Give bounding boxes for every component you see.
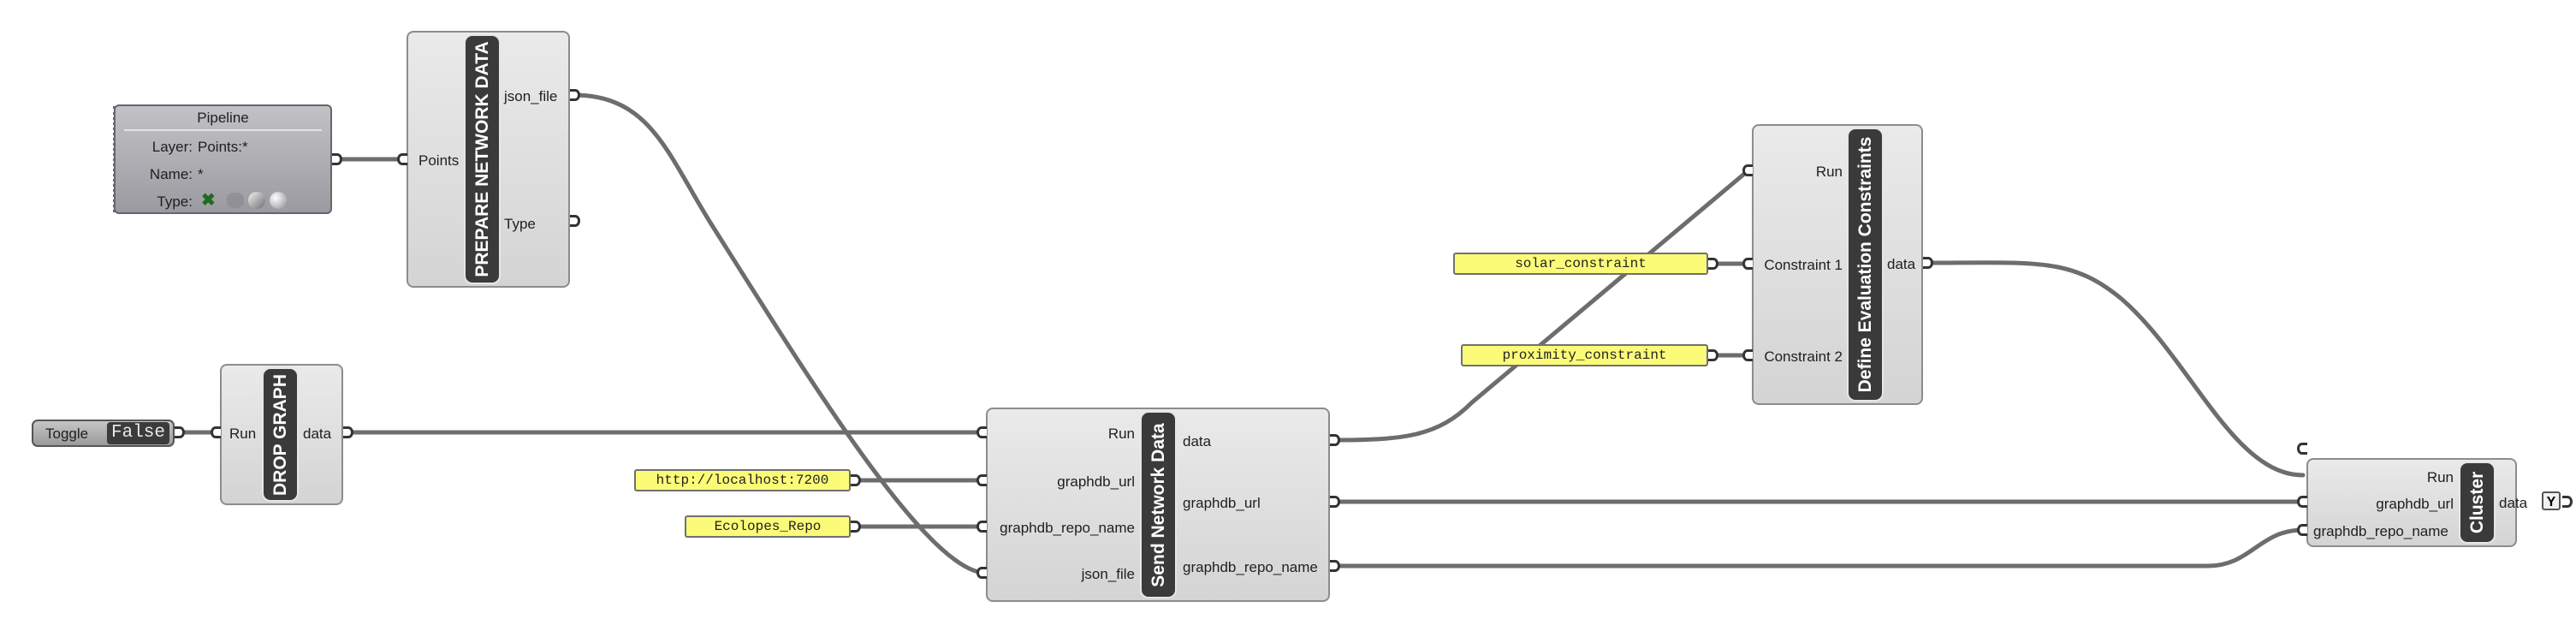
points-input-label: Points xyxy=(418,152,460,169)
drop-run-input-port[interactable] xyxy=(211,426,221,438)
proximity-constraint-panel-port[interactable] xyxy=(1708,349,1718,361)
name-value: * xyxy=(198,166,204,182)
pipeline-divider xyxy=(124,129,322,131)
cluster-repo-input-label: graphdb_repo_name xyxy=(2313,523,2448,539)
cluster-title: Cluster xyxy=(2466,471,2487,534)
define-evaluation-constraints-component[interactable]: Run Constraint 1 Constraint 2 data Defin… xyxy=(1752,124,1923,405)
constraint-1-input-label: Constraint 1 xyxy=(1764,257,1843,273)
type-output-label: Type xyxy=(504,216,536,232)
toggle-output-port[interactable] xyxy=(175,426,185,438)
send-data-output-port[interactable] xyxy=(1330,434,1340,446)
pipeline-left-edge xyxy=(113,106,119,212)
send-url-input-label: graphdb_url xyxy=(1057,473,1135,490)
define-data-output-port[interactable] xyxy=(1923,257,1933,269)
send-data-output-label: data xyxy=(1183,433,1212,449)
type-output-port[interactable] xyxy=(570,215,580,227)
cluster-run-input-label: Run xyxy=(2426,469,2454,485)
constraint-1-input-port[interactable] xyxy=(1742,258,1753,270)
drop-data-output-port[interactable] xyxy=(343,426,353,438)
wire-send-data-to-define-run xyxy=(1331,168,1751,443)
toggle-label: Toggle xyxy=(45,426,89,442)
send-title-bar: Send Network Data xyxy=(1142,413,1175,597)
type-mesh-icon[interactable] xyxy=(270,192,287,209)
repo-name-panel-port[interactable] xyxy=(851,521,861,533)
json-file-output-label: json_file xyxy=(504,88,558,104)
cluster-data-output-port[interactable] xyxy=(2562,496,2573,508)
send-title: Send Network Data xyxy=(1148,422,1168,587)
pipeline-output-port[interactable] xyxy=(332,153,342,165)
type-brep-icon[interactable] xyxy=(248,192,265,209)
cluster-title-bar: Cluster xyxy=(2460,463,2494,542)
cluster-url-input-label: graphdb_url xyxy=(2376,496,2454,512)
type-label: Type: xyxy=(157,193,193,210)
prepare-title-bar: PREPARE NETWORK DATA xyxy=(466,36,499,283)
layer-value: Points:* xyxy=(198,139,248,155)
define-title: Define Evaluation Constraints xyxy=(1855,136,1875,393)
send-repo-output-label: graphdb_repo_name xyxy=(1183,559,1318,575)
pipeline-title: Pipeline xyxy=(197,110,249,126)
constraint-2-input-port[interactable] xyxy=(1742,349,1753,361)
send-repo-input-port[interactable] xyxy=(976,521,987,533)
name-label: Name: xyxy=(149,166,193,182)
json-file-output-port[interactable] xyxy=(570,89,580,101)
cluster-component[interactable]: Run graphdb_url graphdb_repo_name data C… xyxy=(2306,458,2527,547)
pipeline-component[interactable]: Pipeline Layer: Points:* Name: * Type: ✖ xyxy=(113,104,332,214)
drop-title-bar: DROP GRAPH xyxy=(264,369,297,500)
define-run-input-label: Run xyxy=(1815,164,1843,180)
type-curve-icon[interactable] xyxy=(227,193,244,208)
cluster-url-input-port[interactable] xyxy=(2297,496,2307,508)
send-json-input-label: json_file xyxy=(1081,566,1135,582)
define-title-bar: Define Evaluation Constraints xyxy=(1849,129,1882,400)
define-data-output-label: data xyxy=(1887,256,1916,272)
send-run-input-port[interactable] xyxy=(976,426,987,438)
drop-data-output-label: data xyxy=(303,426,332,442)
send-url-input-port[interactable] xyxy=(976,474,987,486)
repo-name-panel[interactable]: Ecolopes_Repo xyxy=(685,515,851,538)
proximity-constraint-panel[interactable]: proximity_constraint xyxy=(1461,344,1708,366)
constraint-2-input-label: Constraint 2 xyxy=(1764,348,1843,365)
toggle-value[interactable]: False xyxy=(107,422,170,444)
graft-icon[interactable]: Y xyxy=(2542,491,2561,510)
send-repo-output-port[interactable] xyxy=(1330,560,1340,572)
prepare-network-data-component[interactable]: Points json_file Type PREPARE NETWORK DA… xyxy=(407,31,570,288)
graphdb-url-panel[interactable]: http://localhost:7200 xyxy=(634,469,851,491)
type-x-icon[interactable]: ✖ xyxy=(201,191,216,210)
wire-json-to-send xyxy=(571,92,985,575)
send-run-input-label: Run xyxy=(1107,426,1135,442)
define-run-input-port[interactable] xyxy=(1742,164,1753,176)
send-network-data-component[interactable]: Run graphdb_url graphdb_repo_name json_f… xyxy=(986,408,1330,602)
cluster-run-input-port[interactable] xyxy=(2297,443,2307,455)
boolean-toggle[interactable]: Toggle False xyxy=(32,420,175,447)
send-url-output-label: graphdb_url xyxy=(1183,495,1261,511)
wire-repo-to-cluster xyxy=(1331,527,2306,569)
drop-graph-component[interactable]: Run data DROP GRAPH xyxy=(220,364,343,505)
drop-run-input-label: Run xyxy=(229,426,257,442)
points-input-port[interactable] xyxy=(397,153,407,165)
send-url-output-port[interactable] xyxy=(1330,496,1340,508)
send-repo-input-label: graphdb_repo_name xyxy=(1000,520,1135,536)
layer-label: Layer: xyxy=(151,139,193,155)
drop-title: DROP GRAPH xyxy=(270,373,290,496)
send-json-input-port[interactable] xyxy=(976,567,987,579)
solar-constraint-panel[interactable]: solar_constraint xyxy=(1453,253,1708,275)
cluster-repo-input-port[interactable] xyxy=(2297,524,2307,536)
wire-define-data-to-cluster xyxy=(1924,260,2306,478)
graphdb-url-panel-port[interactable] xyxy=(851,474,861,486)
prepare-title: PREPARE NETWORK DATA xyxy=(472,41,492,277)
cluster-data-output-label: data xyxy=(2499,495,2528,511)
solar-constraint-panel-port[interactable] xyxy=(1708,258,1718,270)
